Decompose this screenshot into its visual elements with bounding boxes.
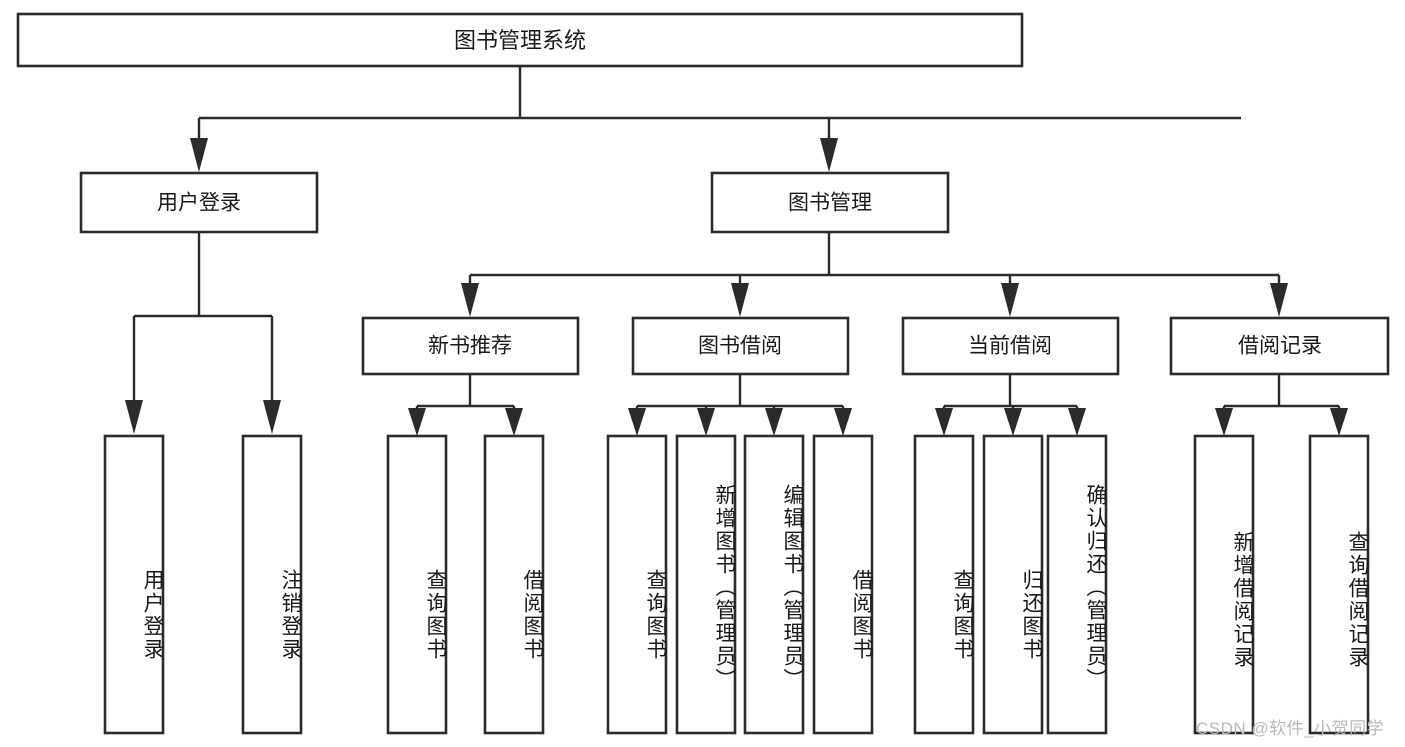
leaf-box-book-borrow-2[interactable] xyxy=(675,434,737,735)
node-book-borrow[interactable]: 图书借阅 xyxy=(631,316,850,376)
leaf-box-new-book-2[interactable] xyxy=(483,434,545,735)
arrow-new-book-leaf2 xyxy=(505,408,523,436)
node-root-label: 图书管理系统 xyxy=(454,28,586,53)
arrow-book-borrow-leaf3 xyxy=(765,408,783,436)
node-user-login-box[interactable] xyxy=(79,171,319,234)
leaf-label-borrow-record-1: 新增借阅记录 xyxy=(1231,531,1254,669)
arrow-borrow-record-leaf2 xyxy=(1330,408,1348,436)
leaf-label-current-borrow-1: 查询图书 xyxy=(951,569,974,661)
leaf-box-borrow-record-1[interactable] xyxy=(1193,434,1255,735)
edges-layer xyxy=(125,66,1348,436)
arrow-book-borrow xyxy=(731,283,749,317)
leaf-box-current-borrow-2[interactable] xyxy=(982,434,1044,735)
arrow-user-login-leaf2 xyxy=(263,400,281,434)
arrow-book-manage xyxy=(820,138,838,172)
leaf-box-book-borrow-1[interactable] xyxy=(606,434,668,735)
leaf-label-borrow-record-2: 查询借阅记录 xyxy=(1346,531,1369,669)
leaf-label-new-book-2: 借阅图书 xyxy=(521,569,544,661)
leaf-label-new-book-1: 查询图书 xyxy=(424,569,447,661)
leaf-label-book-borrow-4: 借阅图书 xyxy=(850,569,873,661)
leaf-label-current-borrow-2: 归还图书 xyxy=(1020,569,1043,661)
arrow-borrow-record xyxy=(1270,283,1288,317)
leaf-label-user-login-2: 注销登录 xyxy=(279,569,302,661)
node-borrow-record-label: 借阅记录 xyxy=(1238,335,1322,358)
leaf-label-book-borrow-2: 新增图书（管理员） xyxy=(713,483,736,691)
node-current-borrow-label: 当前借阅 xyxy=(968,335,1052,358)
node-book-borrow-box[interactable] xyxy=(631,316,850,376)
node-user-login[interactable]: 用户登录 xyxy=(79,171,319,234)
arrow-user-login xyxy=(190,138,208,172)
node-book-manage-box[interactable] xyxy=(710,171,950,234)
node-root[interactable]: 图书管理系统 xyxy=(16,12,1024,68)
node-new-book-recommend-box[interactable] xyxy=(361,316,580,376)
arrow-current-borrow-leaf3 xyxy=(1068,408,1086,436)
node-user-login-label: 用户登录 xyxy=(157,192,241,215)
leaf-box-book-borrow-4[interactable] xyxy=(812,434,874,735)
arrow-borrow-record-leaf1 xyxy=(1215,408,1233,436)
node-borrow-record-box[interactable] xyxy=(1169,316,1390,376)
arrow-current-borrow xyxy=(1001,283,1019,317)
leaf-box-user-login-1[interactable] xyxy=(103,434,165,735)
arrow-current-borrow-leaf2 xyxy=(1004,408,1022,436)
node-borrow-record[interactable]: 借阅记录 xyxy=(1169,316,1390,376)
arrow-new-book xyxy=(461,283,479,317)
leaf-label-book-borrow-3: 编辑图书（管理员） xyxy=(781,483,804,691)
node-new-book-recommend-label: 新书推荐 xyxy=(428,335,512,358)
arrow-user-login-leaf1 xyxy=(125,400,143,434)
node-current-borrow[interactable]: 当前借阅 xyxy=(901,316,1120,376)
node-new-book-recommend[interactable]: 新书推荐 xyxy=(361,316,580,376)
leaf-box-user-login-2[interactable] xyxy=(241,434,303,735)
arrow-current-borrow-leaf1 xyxy=(935,408,953,436)
arrow-new-book-leaf1 xyxy=(408,408,426,436)
leaf-label-book-borrow-1: 查询图书 xyxy=(644,569,667,661)
arrow-book-borrow-leaf2 xyxy=(697,408,715,436)
leaf-box-book-borrow-3[interactable] xyxy=(743,434,805,735)
leaf-box-new-book-1[interactable] xyxy=(386,434,448,735)
leaf-label-user-login-1: 用户登录 xyxy=(141,569,164,661)
node-book-manage-label: 图书管理 xyxy=(788,192,872,215)
arrow-book-borrow-leaf1 xyxy=(628,408,646,436)
leaf-label-current-borrow-3: 确认归还（管理员） xyxy=(1084,483,1107,691)
nodes-layer: 图书管理系统 用户登录 图书管理 新书推荐 图书借阅 当前 xyxy=(16,12,1390,735)
node-book-borrow-label: 图书借阅 xyxy=(698,335,782,358)
node-current-borrow-box[interactable] xyxy=(901,316,1120,376)
leaf-box-current-borrow-3[interactable] xyxy=(1046,434,1108,735)
node-root-box[interactable] xyxy=(16,12,1024,68)
node-book-manage[interactable]: 图书管理 xyxy=(710,171,950,234)
leaf-box-borrow-record-2[interactable] xyxy=(1308,434,1370,735)
arrow-book-borrow-leaf4 xyxy=(834,408,852,436)
watermark-text: CSDN @软件_小贺同学 xyxy=(1196,719,1385,738)
leaf-box-current-borrow-1[interactable] xyxy=(913,434,975,735)
